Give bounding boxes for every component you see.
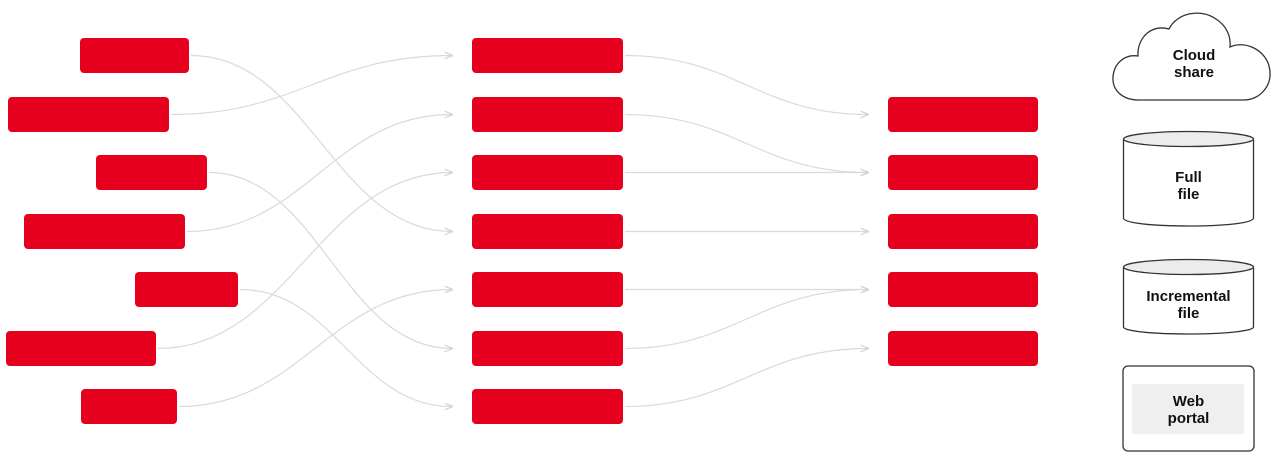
incremental-file-label: Incremental file bbox=[1146, 288, 1231, 322]
connector-source-2-to-processing-1 bbox=[170, 56, 452, 116]
processing-block-6 bbox=[472, 331, 623, 366]
source-block-1 bbox=[80, 38, 189, 73]
connector-source-5-to-processing-7 bbox=[239, 288, 452, 407]
browser-window-icon bbox=[1122, 365, 1255, 452]
connector-source-6-to-processing-3 bbox=[157, 173, 452, 350]
database-cylinder-icon bbox=[1122, 258, 1255, 335]
incremental-file-destination: Incremental file bbox=[1122, 258, 1255, 335]
output-block-1 bbox=[888, 97, 1038, 132]
source-block-5 bbox=[135, 272, 238, 307]
processing-block-7 bbox=[472, 389, 623, 424]
connector-processing-1-to-output-1 bbox=[624, 54, 868, 115]
full-file-destination: Full file bbox=[1122, 130, 1255, 227]
connector-processing-6-to-output-4 bbox=[624, 290, 868, 350]
web-portal-label: Web portal bbox=[1167, 393, 1210, 427]
connector-source-7-to-processing-5 bbox=[178, 290, 452, 408]
cloud-icon bbox=[1112, 12, 1271, 101]
output-block-4 bbox=[888, 272, 1038, 307]
source-block-2 bbox=[8, 97, 169, 132]
connector-processing-2-to-output-2 bbox=[624, 113, 868, 173]
processing-block-4 bbox=[472, 214, 623, 249]
source-block-7 bbox=[81, 389, 177, 424]
processing-block-2 bbox=[472, 97, 623, 132]
processing-block-3 bbox=[472, 155, 623, 190]
processing-block-1 bbox=[472, 38, 623, 73]
output-block-3 bbox=[888, 214, 1038, 249]
output-block-5 bbox=[888, 331, 1038, 366]
connector-source-1-to-processing-4 bbox=[190, 54, 452, 232]
cloud-share-destination: Cloud share bbox=[1109, 6, 1279, 104]
output-block-2 bbox=[888, 155, 1038, 190]
source-block-4 bbox=[24, 214, 185, 249]
processing-block-5 bbox=[472, 272, 623, 307]
web-portal-destination: Web portal bbox=[1122, 365, 1255, 452]
source-block-6 bbox=[6, 331, 156, 366]
connector-source-3-to-processing-6 bbox=[208, 171, 452, 349]
full-file-label: Full file bbox=[1175, 169, 1202, 203]
cloud-share-label: Cloud share bbox=[1172, 47, 1216, 81]
source-block-3 bbox=[96, 155, 207, 190]
connector-processing-7-to-output-5 bbox=[624, 349, 868, 408]
database-cylinder-icon bbox=[1122, 130, 1255, 227]
connector-source-4-to-processing-2 bbox=[186, 115, 452, 233]
